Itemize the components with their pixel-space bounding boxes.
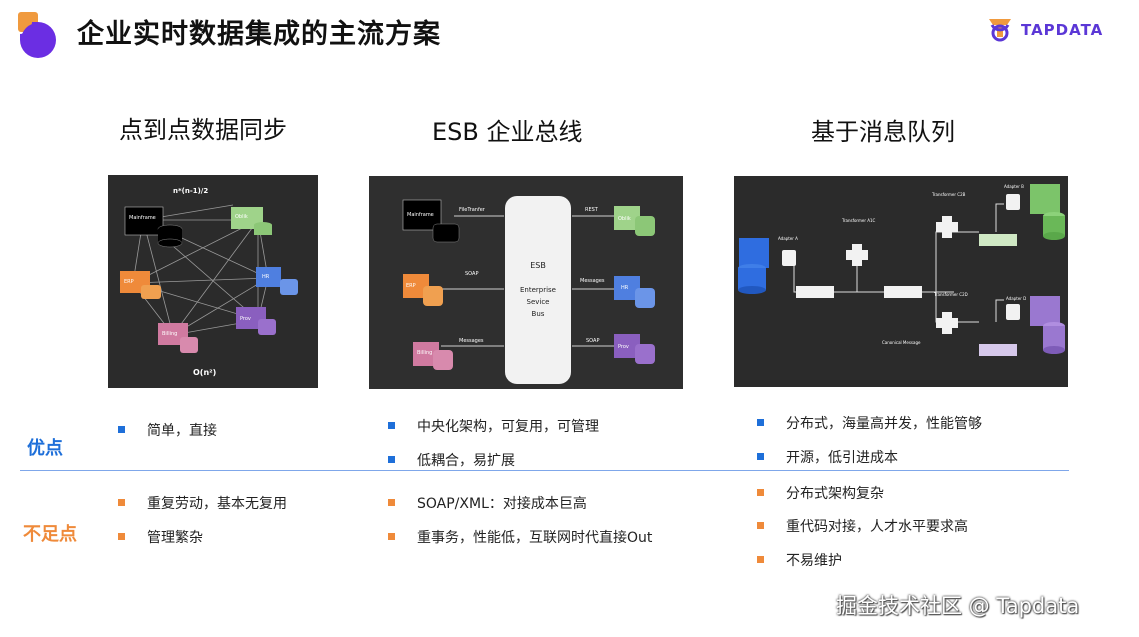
slide-title: 企业实时数据集成的主流方案 <box>77 19 441 50</box>
esb-line-4: Bus <box>532 310 545 318</box>
esb-line-3: Sevice <box>527 298 550 306</box>
p2p-pro-item: 简单，直接 <box>118 420 217 440</box>
node-oblik: Oblik <box>235 214 248 220</box>
esb-link-messages: Messages <box>580 278 605 284</box>
bullet-square-icon <box>388 456 395 463</box>
cons-row-label: 不足点 <box>23 524 77 545</box>
bullet-square-icon <box>757 522 764 529</box>
brand-name: TAPDATA <box>1021 21 1104 39</box>
node-erp: ERP <box>124 279 134 285</box>
esb-node-mainframe: Mainframe <box>407 212 434 218</box>
mq-con-text: 重代码对接，人才水平要求高 <box>786 519 968 535</box>
esb-con-text: SOAP/XML：对接成本巨高 <box>417 496 587 512</box>
mq-label-adapter-b: Adapter B <box>1004 184 1024 189</box>
bullet-square-icon <box>118 533 125 540</box>
mq-label-canonical-message: Canonical Message <box>882 340 921 345</box>
esb-pro-text: 中央化架构，可复用，可管理 <box>417 419 599 435</box>
mq-label-transformer-a1c: Transformer A1C <box>841 218 876 223</box>
node-mainframe: Mainframe <box>129 215 156 221</box>
esb-line-1: ESB <box>530 261 546 270</box>
node-hr: HR <box>262 274 270 280</box>
p2p-con-text: 重复劳动，基本无复用 <box>147 496 287 512</box>
pros-row-label: 优点 <box>27 438 63 459</box>
bullet-square-icon <box>757 556 764 563</box>
mq-pro-text: 分布式，海量高并发，性能管够 <box>786 416 982 432</box>
bullet-square-icon <box>388 499 395 506</box>
p2p-con-item: 管理繁杂 <box>118 527 203 547</box>
brand-logo: TAPDATA <box>985 15 1120 45</box>
bullet-square-icon <box>388 533 395 540</box>
esb-node-oblik: Oblik <box>618 216 631 222</box>
bullet-square-icon <box>757 453 764 460</box>
bullet-square-icon <box>118 499 125 506</box>
esb-diagram: ESB Enterprise Sevice Bus FileTranfer RE… <box>369 176 683 389</box>
watermark-text: 掘金技术社区 @ Tapdata <box>836 594 1080 618</box>
mq-diagram: Adapter A Transformer A1C Transformer C2… <box>734 176 1068 387</box>
node-billing: Billing <box>162 331 177 337</box>
esb-link-messages-2: Messages <box>459 338 484 344</box>
mq-label-transformer-c2b: Transformer C2B <box>931 192 966 197</box>
esb-pro-item: 中央化架构，可复用，可管理 <box>388 416 599 436</box>
p2p-diagram: n*(n-1)/2 Mainframe Oblik ERP HR Prov Bi… <box>108 175 318 388</box>
col-heading-p2p: 点到点数据同步 <box>119 116 287 144</box>
esb-node-prov: Prov <box>618 344 629 350</box>
mq-label-adapter-d: Adapter D <box>1006 296 1026 301</box>
esb-con-item: 重事务，性能低，互联网时代直接Out <box>388 527 652 547</box>
mq-con-item: 重代码对接，人才水平要求高 <box>757 516 968 536</box>
tapdata-logo-icon <box>989 19 1011 42</box>
esb-con-item: SOAP/XML：对接成本巨高 <box>388 493 587 513</box>
bullet-square-icon <box>118 426 125 433</box>
esb-link-filetransfer: FileTranfer <box>459 207 486 213</box>
esb-node-hr: HR <box>621 285 629 291</box>
section-divider <box>20 470 1069 471</box>
esb-link-rest: REST <box>585 207 599 213</box>
mq-pro-item: 分布式，海量高并发，性能管够 <box>757 413 982 433</box>
esb-line-2: Enterprise <box>520 286 556 294</box>
bullet-square-icon <box>388 422 395 429</box>
esb-node-billing: Billing <box>417 350 432 356</box>
node-prov: Prov <box>240 316 251 322</box>
esb-pro-text: 低耦合，易扩展 <box>417 453 515 469</box>
esb-link-soap-2: SOAP <box>586 338 599 344</box>
mq-con-text: 分布式架构复杂 <box>786 486 884 502</box>
mq-pro-item: 开源，低引进成本 <box>757 447 898 467</box>
bullet-square-icon <box>757 419 764 426</box>
p2p-bottom-label: O(n²) <box>193 368 216 377</box>
slide-logo-icon <box>10 10 60 60</box>
col-heading-mq: 基于消息队列 <box>811 118 955 146</box>
mq-label-transformer-c2d: Transformer C2D <box>933 292 968 297</box>
esb-node-erp: ERP <box>406 283 416 289</box>
mq-con-item: 不易维护 <box>757 550 842 570</box>
mq-con-text: 不易维护 <box>786 553 842 569</box>
p2p-con-item: 重复劳动，基本无复用 <box>118 493 287 513</box>
esb-link-soap: SOAP <box>465 271 478 277</box>
mq-pro-text: 开源，低引进成本 <box>786 450 898 466</box>
col-heading-esb: ESB 企业总线 <box>432 118 583 146</box>
p2p-con-text: 管理繁杂 <box>147 530 203 546</box>
esb-pro-item: 低耦合，易扩展 <box>388 450 515 470</box>
p2p-top-label: n*(n-1)/2 <box>173 187 208 195</box>
bullet-square-icon <box>757 489 764 496</box>
esb-con-text: 重事务，性能低，互联网时代直接Out <box>417 530 653 546</box>
mq-label-adapter-a: Adapter A <box>778 236 798 241</box>
p2p-pro-text: 简单，直接 <box>147 423 217 439</box>
mq-con-item: 分布式架构复杂 <box>757 483 884 503</box>
